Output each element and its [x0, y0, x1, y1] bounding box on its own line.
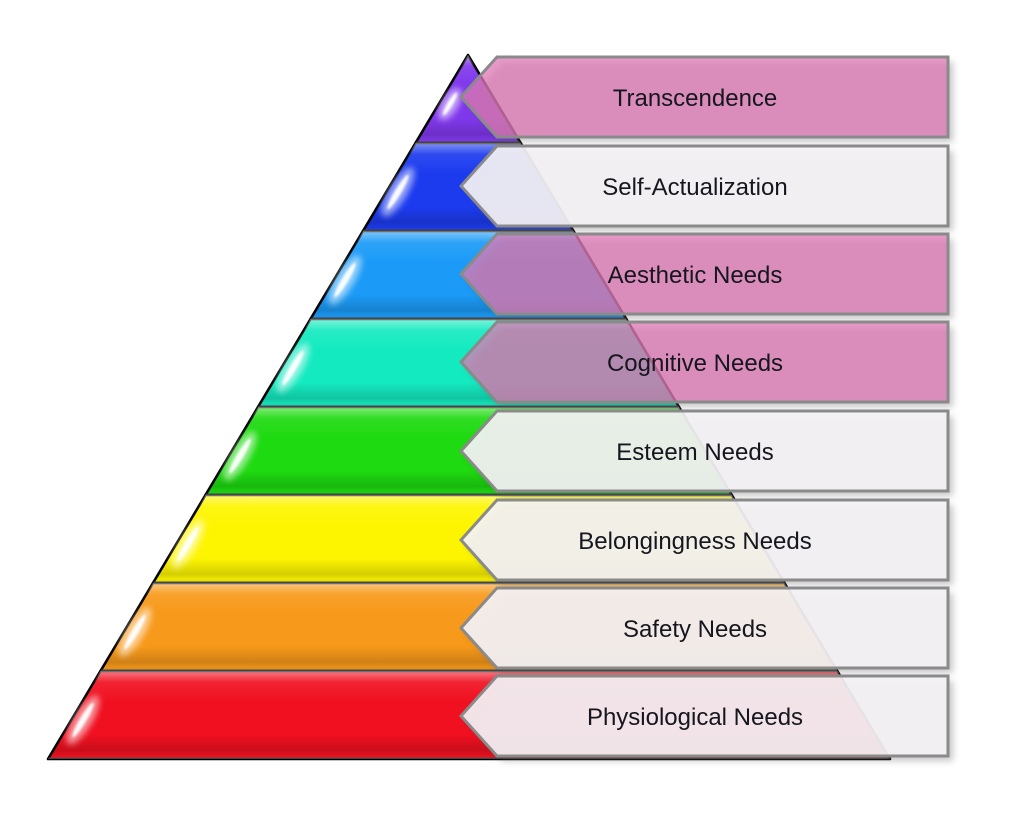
banners — [458, 55, 950, 758]
banner-self-actualization — [458, 144, 950, 228]
banner-label-aesthetic-needs: Aesthetic Needs — [608, 262, 783, 289]
banner-transcendence — [458, 55, 950, 139]
pyramid-gloss-highlights — [66, 88, 462, 745]
banner-label-transcendence: Transcendence — [613, 85, 778, 112]
banner-physiological-needs — [458, 674, 950, 758]
banner-label-esteem-needs: Esteem Needs — [616, 439, 773, 466]
banner-aesthetic-needs — [458, 232, 950, 316]
banner-safety-needs — [458, 586, 950, 670]
banner-belongingness-needs — [458, 498, 950, 582]
banner-esteem-needs — [458, 409, 950, 493]
banner-cognitive-needs — [458, 320, 950, 404]
banner-label-cognitive-needs: Cognitive Needs — [607, 350, 783, 377]
banner-label-belongingness-needs: Belongingness Needs — [578, 528, 812, 555]
banner-label-safety-needs: Safety Needs — [623, 616, 767, 643]
banner-label-physiological-needs: Physiological Needs — [587, 704, 803, 731]
banner-labels: Transcendence Self-Actualization Aesthet… — [578, 85, 812, 731]
banner-label-self-actualization: Self-Actualization — [602, 174, 787, 201]
